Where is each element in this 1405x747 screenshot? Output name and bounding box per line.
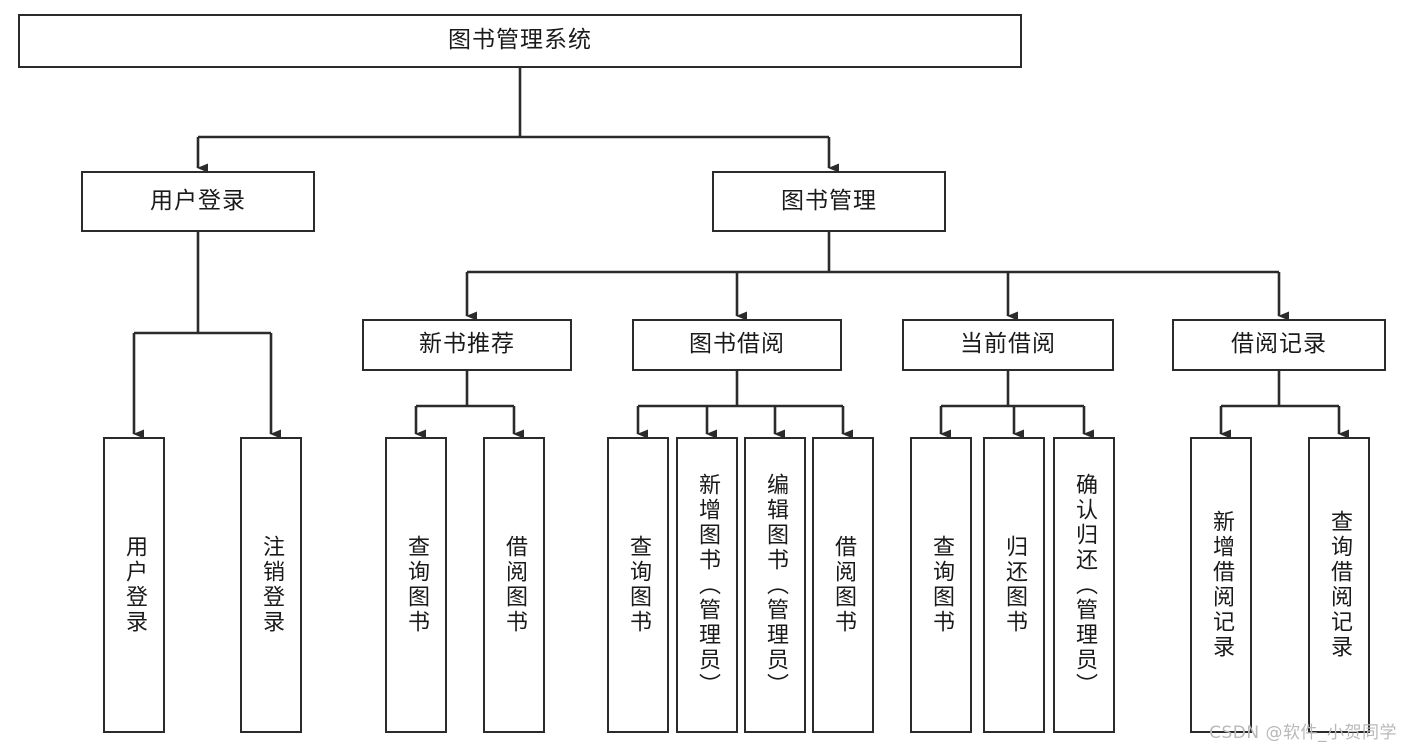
node-label: 查询借阅记录 (1326, 510, 1352, 660)
node-label: 新书推荐 (419, 331, 515, 358)
node-cur-return-book: 归还图书 (983, 437, 1045, 733)
node-label: 用户登录 (121, 535, 147, 635)
node-borrow-query-book: 查询图书 (607, 437, 669, 733)
node-book-manage: 图书管理 (712, 171, 946, 232)
node-label: 借阅记录 (1231, 331, 1327, 358)
node-rec-add-record: 新增借阅记录 (1190, 437, 1252, 733)
node-borrow-borrow-book: 借阅图书 (812, 437, 874, 733)
node-user-login: 用户登录 (81, 171, 315, 232)
node-label: 归还图书 (1001, 535, 1027, 635)
node-root: 图书管理系统 (18, 14, 1022, 68)
node-label: 查询图书 (928, 535, 954, 635)
node-label: 新增图书（管理员） (694, 472, 720, 698)
node-label: 查询图书 (403, 535, 429, 635)
node-user-login-do: 用户登录 (103, 437, 165, 733)
watermark-text: CSDN @软件_小贺同学 (1209, 723, 1397, 743)
node-new-book-rec: 新书推荐 (362, 319, 572, 371)
node-user-logout: 注销登录 (240, 437, 302, 733)
node-rec-query-book: 查询图书 (385, 437, 447, 733)
node-label: 新增借阅记录 (1208, 510, 1234, 660)
node-label: 图书管理 (781, 187, 877, 214)
node-label: 借阅图书 (830, 535, 856, 635)
node-label: 查询图书 (625, 535, 651, 635)
node-label: 图书借阅 (689, 331, 785, 358)
node-label: 借阅图书 (501, 535, 527, 635)
node-cur-query-book: 查询图书 (910, 437, 972, 733)
node-label: 确认归还（管理员） (1071, 472, 1097, 698)
node-rec-query-record: 查询借阅记录 (1308, 437, 1370, 733)
node-label: 编辑图书（管理员） (762, 472, 788, 698)
node-book-borrow: 图书借阅 (632, 319, 842, 371)
node-label: 当前借阅 (960, 331, 1056, 358)
node-cur-confirm-return: 确认归还（管理员） (1053, 437, 1115, 733)
node-borrow-record: 借阅记录 (1172, 319, 1386, 371)
node-label: 用户登录 (150, 187, 246, 214)
node-borrow-add-book: 新增图书（管理员） (676, 437, 738, 733)
node-borrow-edit-book: 编辑图书（管理员） (744, 437, 806, 733)
node-rec-borrow-book: 借阅图书 (483, 437, 545, 733)
node-current-borrow: 当前借阅 (902, 319, 1114, 371)
node-label: 图书管理系统 (448, 27, 592, 54)
node-label: 注销登录 (258, 535, 284, 635)
